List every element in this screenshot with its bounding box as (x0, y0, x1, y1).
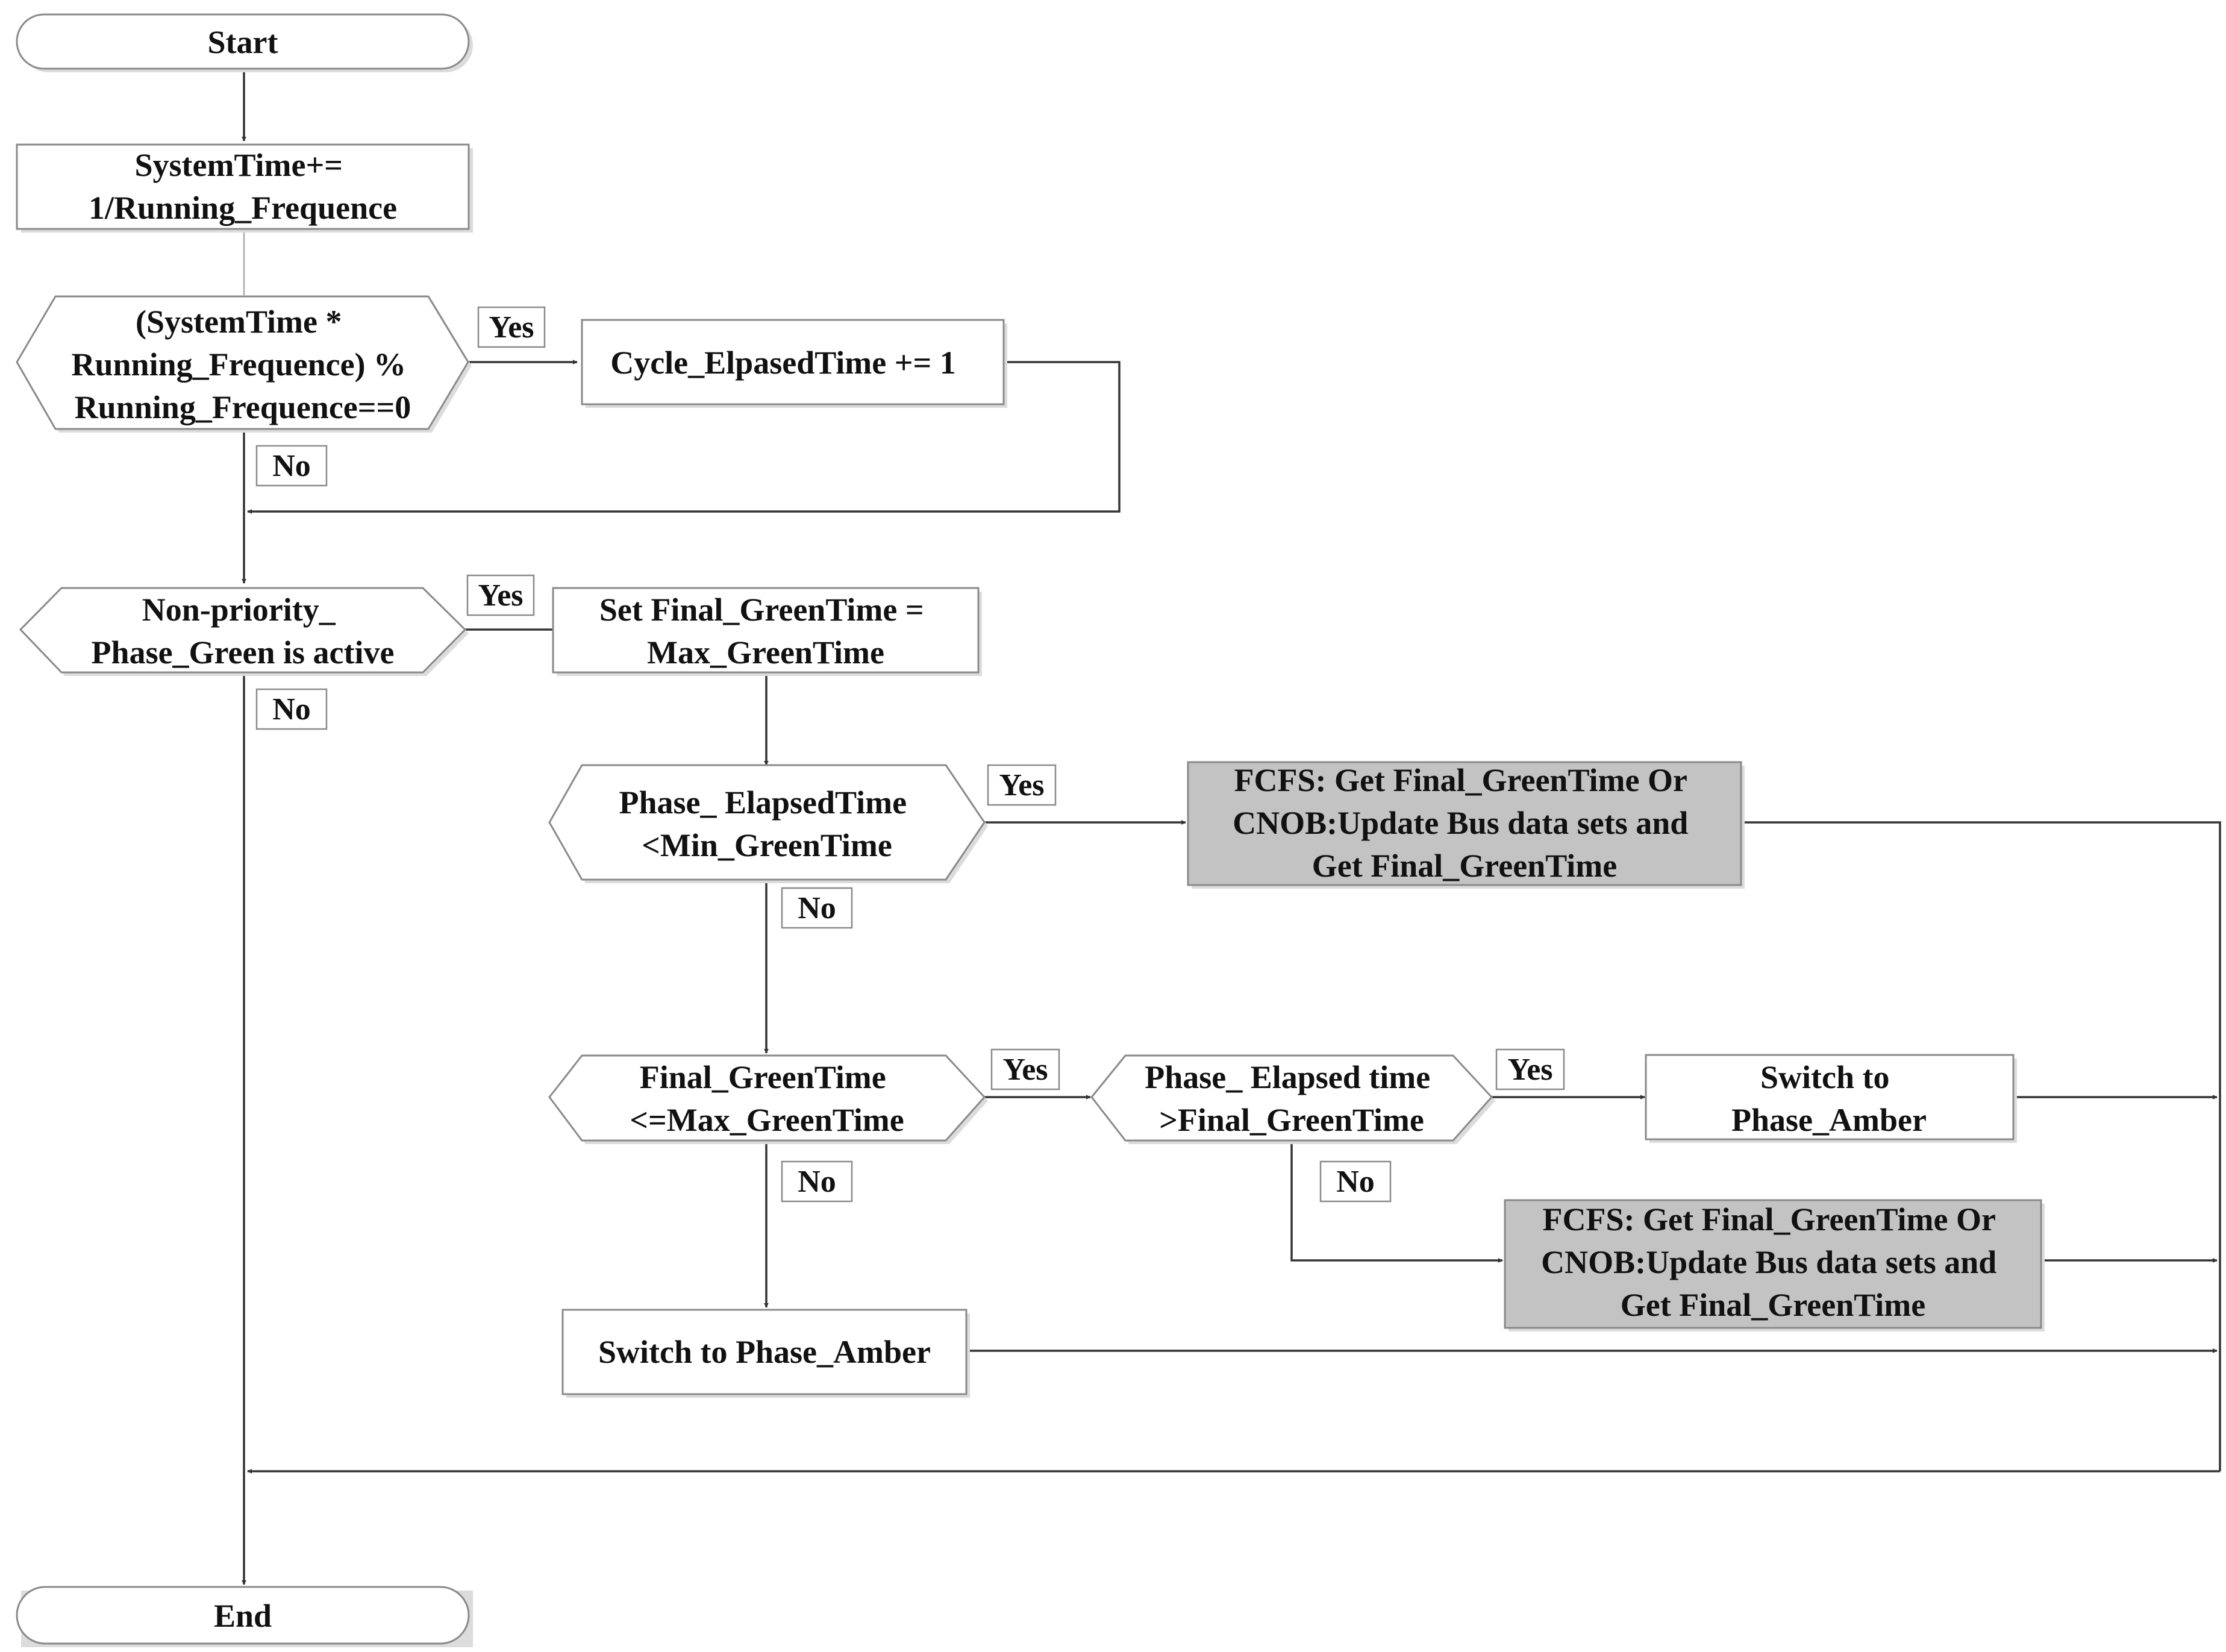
branch-label-no-1: No (255, 445, 328, 487)
fcfs-cnob-step-bottom: FCFS: Get Final_GreenTime Or CNOB:Update… (1504, 1199, 2045, 1331)
svg-text:No: No (798, 1165, 836, 1199)
branch-label-yes-4: Yes (990, 1048, 1060, 1090)
svg-text:No: No (272, 449, 311, 483)
branch-label-no-4: No (781, 1160, 853, 1203)
svg-text:No: No (1336, 1165, 1375, 1199)
start-label: Start (208, 24, 278, 60)
switch-phase-amber-left-label: Switch to Phase_Amber (598, 1334, 931, 1370)
decision-nonpriority-green: Non-priority_ Phase_Green is active (19, 587, 469, 676)
svg-text:No: No (798, 891, 836, 925)
switch-phase-amber-left-step: Switch to Phase_Amber (561, 1309, 970, 1398)
fcfs-cnob-step-top: FCFS: Get Final_GreenTime Or CNOB:Update… (1187, 761, 1745, 889)
decision-final-le-max: Final_GreenTime <=Max_GreenTime (548, 1054, 988, 1144)
branch-label-no-3: No (781, 887, 853, 929)
decision-nonpriority-label: Non-priority_ Phase_Green is active (92, 592, 395, 671)
connector-phasefinal-no (1290, 1140, 1503, 1263)
svg-text:Yes: Yes (489, 310, 534, 345)
svg-text:Yes: Yes (999, 768, 1044, 803)
start-terminal: Start (16, 13, 473, 72)
branch-label-yes-5: Yes (1495, 1048, 1565, 1090)
svg-text:Yes: Yes (1507, 1053, 1552, 1087)
branch-label-no-5: No (1319, 1160, 1392, 1203)
branch-label-yes-3: Yes (987, 764, 1057, 806)
decision-phase-elapsed-min-label: Phase_ ElapsedTime <Min_GreenTime (619, 784, 914, 863)
end-terminal: End (16, 1586, 473, 1647)
branch-label-no-2: No (255, 688, 328, 730)
decision-phase-elapsed-final: Phase_ Elapsed time >Final_GreenTime (1090, 1054, 1495, 1144)
cycle-elapsed-step: Cycle_ElpasedTime += 1 (581, 319, 1007, 408)
fcfs-cnob-top-label: FCFS: Get Final_GreenTime Or CNOB:Update… (1233, 762, 1696, 884)
branch-label-yes-1: Yes (477, 306, 546, 348)
decision-final-le-max-label: Final_GreenTime <=Max_GreenTime (630, 1059, 904, 1138)
cycle-elapsed-label: Cycle_ElpasedTime += 1 (610, 345, 956, 381)
decision-running-frequence-check: (SystemTime * Running_Frequence) % Runni… (16, 295, 472, 433)
connector-cycle-return (247, 361, 1121, 514)
set-final-greentime-step: Set Final_GreenTime = Max_GreenTime (552, 587, 982, 676)
branch-label-yes-2: Yes (466, 574, 535, 616)
branch-labels: Yes No Yes No Yes No Yes No (255, 306, 1565, 1203)
svg-text:No: No (272, 692, 311, 727)
connectors (242, 70, 2221, 1585)
decision-running-frequence-label: (SystemTime * Running_Frequence) % Runni… (71, 304, 414, 425)
decision-phase-elapsed-min: Phase_ ElapsedTime <Min_GreenTime (548, 764, 988, 883)
decision-phase-elapsed-final-label: Phase_ Elapsed time >Final_GreenTime (1145, 1059, 1439, 1138)
systemtime-update-label: SystemTime+= 1/Running_Frequence (89, 147, 397, 226)
switch-phase-amber-right-label: Switch to Phase_Amber (1731, 1059, 1927, 1138)
switch-phase-amber-right-step: Switch to Phase_Amber (1645, 1054, 2017, 1143)
set-final-greentime-label: Set Final_GreenTime = Max_GreenTime (599, 592, 932, 671)
svg-text:Yes: Yes (1002, 1053, 1048, 1087)
end-label: End (214, 1598, 272, 1634)
systemtime-update-step: SystemTime+= 1/Running_Frequence (16, 143, 473, 233)
svg-text:Yes: Yes (478, 578, 523, 613)
connector-fcfs-top-to-rail (1741, 821, 2221, 1471)
fcfs-cnob-bottom-label: FCFS: Get Final_GreenTime Or CNOB:Update… (1541, 1201, 2005, 1323)
